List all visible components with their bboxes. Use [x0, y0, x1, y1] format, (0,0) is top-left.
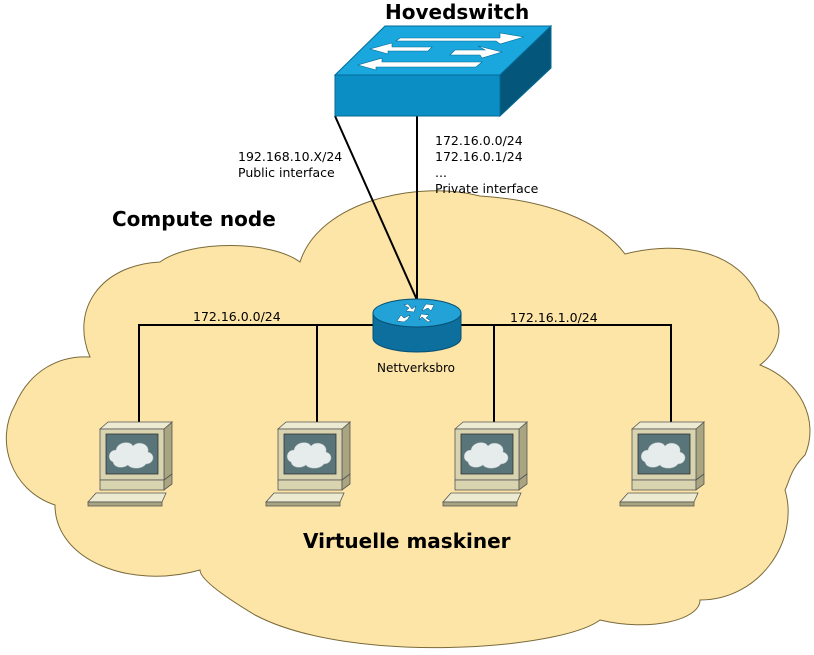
subnet-left-label: 172.16.0.0/24	[193, 309, 281, 324]
private-interface-name: Private interface	[435, 181, 539, 196]
bridge-label: Nettverksbro	[377, 361, 456, 375]
virtual-machine-computer-icon	[619, 421, 706, 507]
private-interface-network: 172.16.0.0/24	[435, 133, 523, 148]
compute-node-title: Compute node	[112, 207, 276, 231]
public-interface-name: Public interface	[238, 165, 335, 180]
public-interface-ip: 192.168.10.X/24	[238, 149, 343, 164]
virtual-machines-title: Virtuelle maskiner	[303, 529, 511, 553]
vm-bus-lines	[138, 324, 672, 423]
virtual-machine-computer-icon	[442, 421, 529, 507]
private-interface-gateway: 172.16.0.1/24	[435, 149, 523, 164]
virtual-machines-group	[87, 421, 706, 507]
public-uplink-line	[334, 115, 418, 301]
virtual-machine-computer-icon	[87, 421, 174, 507]
network-bridge-icon	[372, 298, 462, 353]
switch-icon	[333, 24, 553, 118]
switch-title: Hovedswitch	[385, 0, 530, 24]
subnet-right-label: 172.16.1.0/24	[510, 310, 598, 325]
private-interface-ellipsis: ...	[435, 165, 447, 180]
public-interface-label: 192.168.10.X/24 Public interface	[238, 149, 342, 181]
virtual-machine-computer-icon	[265, 421, 352, 507]
compute-node-cloud	[5, 190, 811, 649]
private-interface-label: 172.16.0.0/24 172.16.0.1/24 ... Private …	[435, 133, 538, 197]
